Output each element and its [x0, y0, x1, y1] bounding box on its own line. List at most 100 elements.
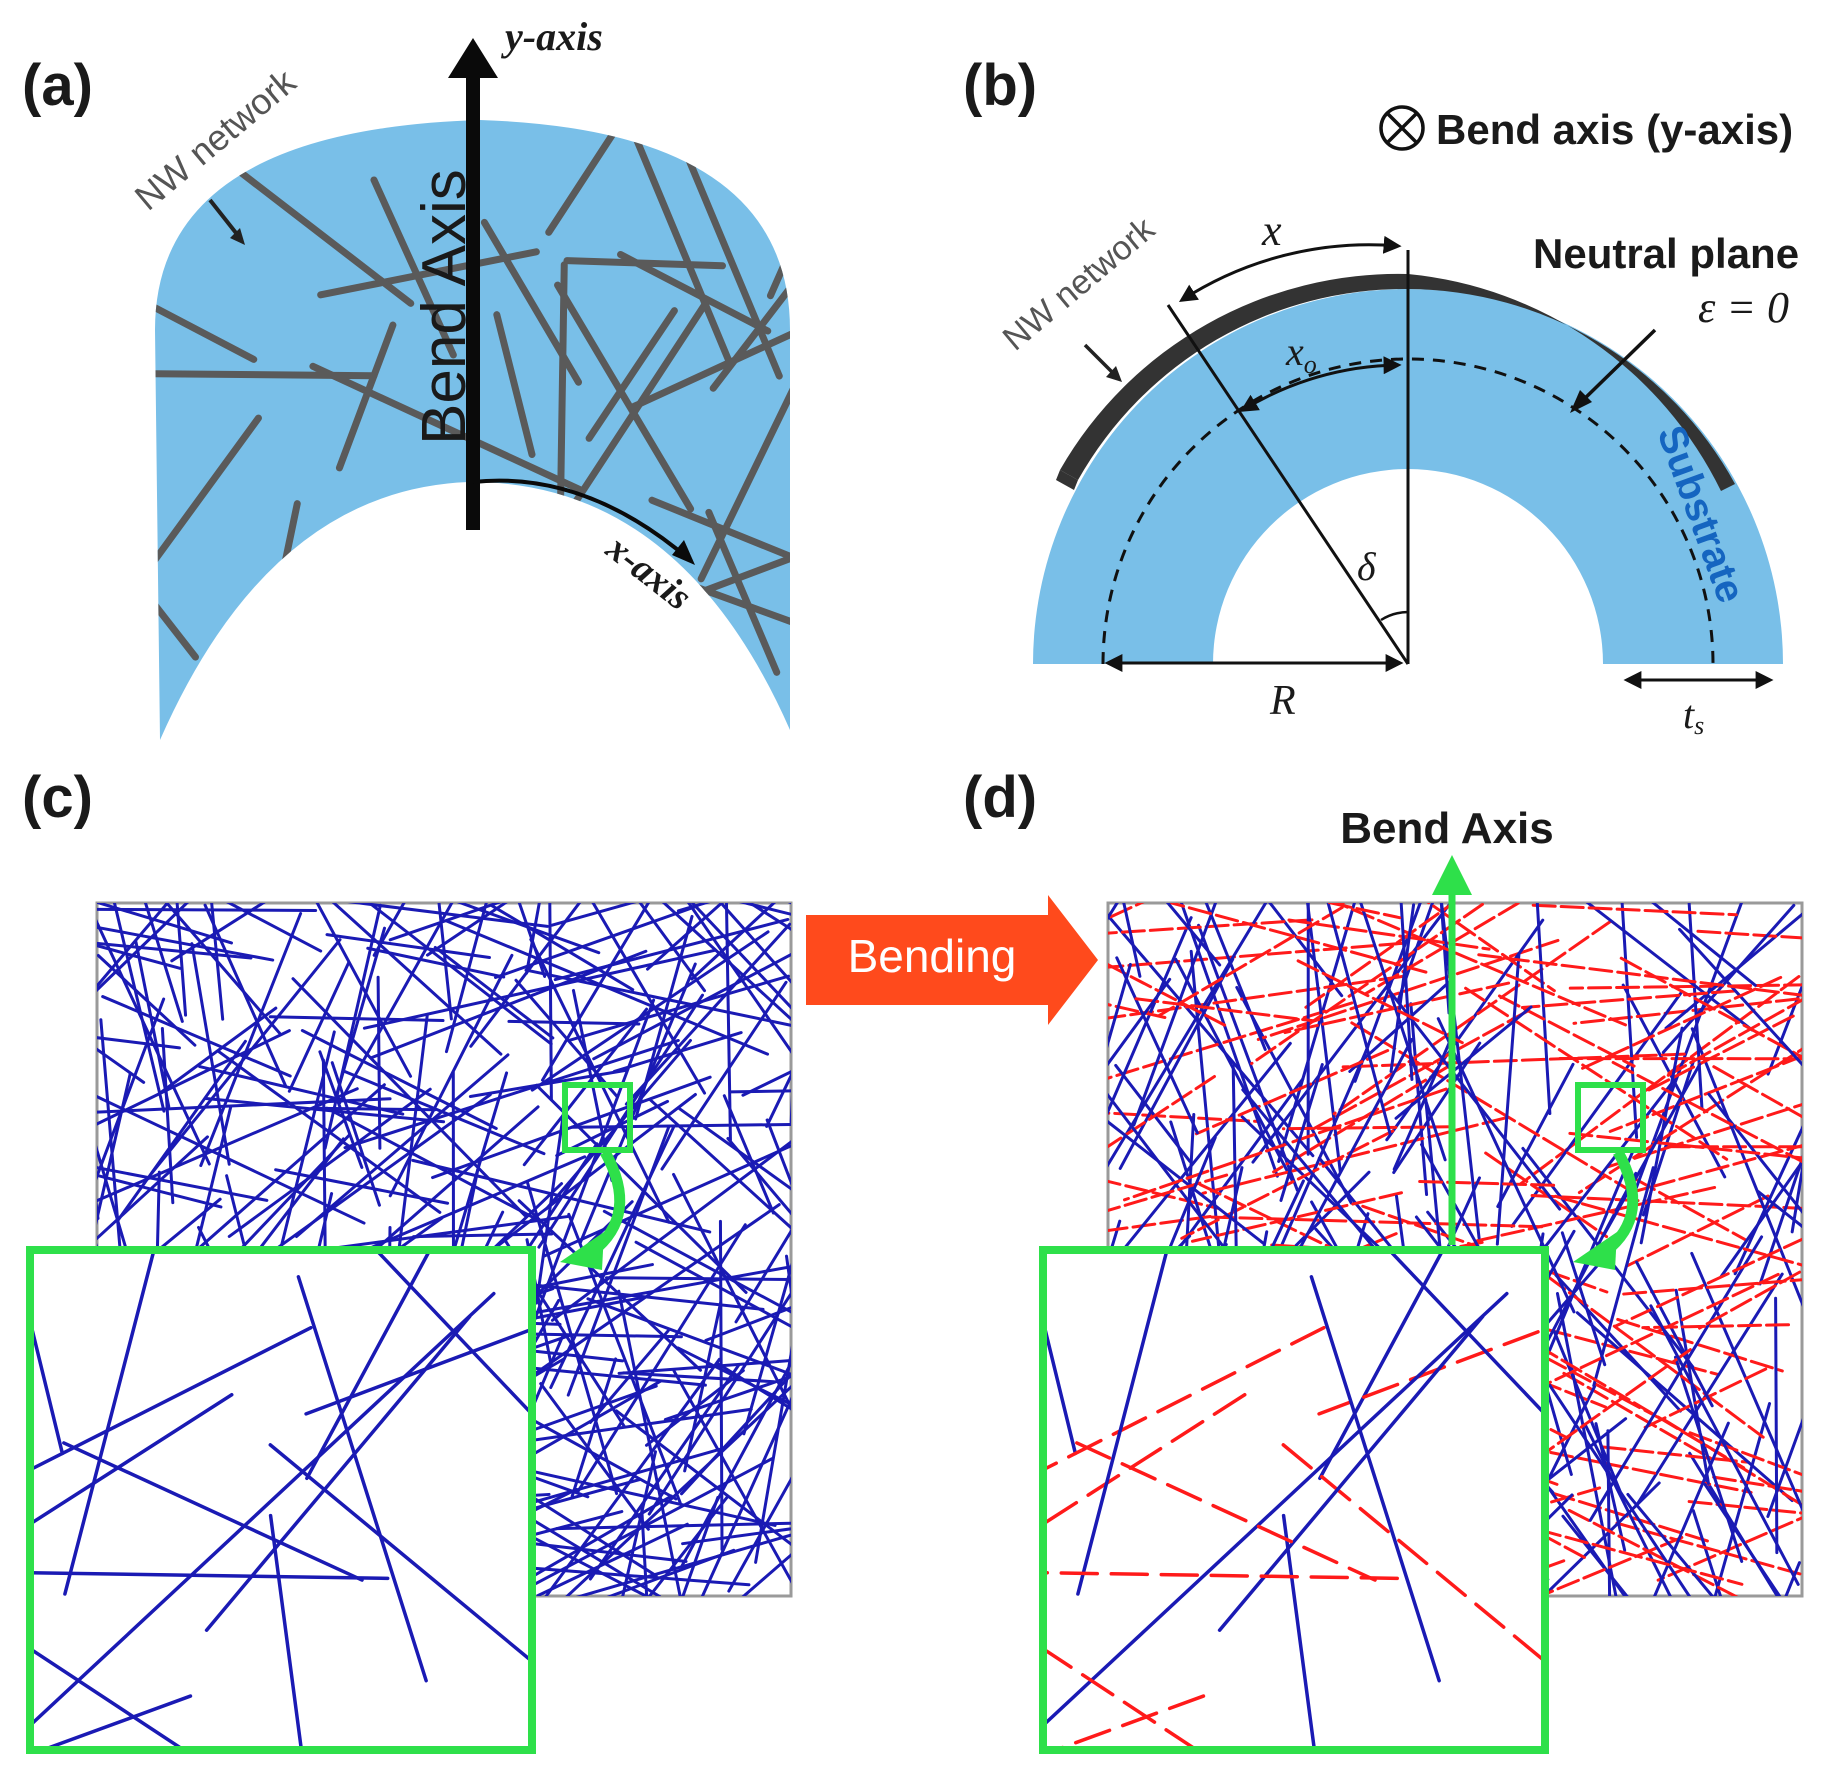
- nanowire-c: [268, 1015, 445, 1023]
- nanowire-c: [97, 1047, 146, 1084]
- bending-arrow-shape: [806, 895, 1098, 1025]
- nanowire-d: [1350, 1021, 1631, 1192]
- nanowire-c: [204, 1097, 446, 1124]
- nanowire-d: [1642, 1367, 1768, 1430]
- nanowire-d: [1122, 1087, 1448, 1202]
- nanowire-d: [1691, 1509, 1723, 1596]
- nw-film-b-left: [1060, 273, 1408, 480]
- nanowire-d: [1552, 1330, 1622, 1493]
- inset-nanowire-c: [30, 1325, 313, 1472]
- nanowire-c: [588, 1363, 741, 1581]
- nanowire-d: [1690, 1027, 1802, 1307]
- nanowire-d: [1690, 1251, 1802, 1512]
- nanowire-c: [586, 1297, 791, 1376]
- nanowire-d: [1134, 997, 1315, 1023]
- nanowire-c: [612, 1031, 743, 1073]
- nanowire-d: [1335, 903, 1345, 905]
- nanowire-a: [155, 369, 378, 380]
- nanowire-d: [1651, 903, 1757, 987]
- nanowire-a: [617, 251, 772, 335]
- nanowire-d: [1204, 903, 1267, 1051]
- nanowire-c: [741, 1553, 791, 1596]
- nanowire-c: [801, 1119, 803, 1248]
- nanowire-d: [1495, 953, 1521, 1246]
- nanowire-c: [588, 1329, 670, 1424]
- nanowire-c: [366, 946, 506, 979]
- nanowire-a: [155, 300, 258, 363]
- panel-d: (d) Bend Axis: [963, 765, 1804, 1754]
- nw-film-b-cap: [1056, 470, 1078, 490]
- nanowire-d: [1510, 989, 1684, 1228]
- nanowire-c: [143, 903, 184, 1023]
- nanowire-a: [648, 496, 790, 584]
- panel-a-label: (a): [22, 53, 93, 118]
- inset-nanowire-d: [1043, 1570, 1403, 1581]
- nanowire-d: [1520, 989, 1736, 1010]
- x-label-b: x: [1261, 206, 1282, 255]
- nanowire-d: [1333, 903, 1627, 1027]
- nanowire-a: [231, 164, 415, 307]
- nanowire-c: [97, 1198, 100, 1221]
- bend-axis-label-a: Bend Axis: [410, 169, 479, 445]
- nanowire-d: [1519, 1272, 1780, 1398]
- nanowire-d: [1418, 1179, 1557, 1187]
- nanowire-c: [97, 944, 182, 970]
- nanowire-d: [1784, 1561, 1801, 1596]
- nanowire-c: [171, 1083, 386, 1273]
- zoom-arrowhead-c: [560, 1232, 604, 1270]
- nanowire-d: [1653, 1421, 1730, 1596]
- nanowire-c: [704, 1306, 791, 1342]
- bend-axis-arrowhead-a: [448, 38, 498, 78]
- nanowire-c: [727, 1476, 791, 1593]
- nanowire-c: [529, 938, 671, 1224]
- nanowire-d: [1673, 1355, 1744, 1563]
- nanowire-d: [1560, 1231, 1607, 1367]
- nanowire-a: [545, 120, 663, 236]
- nanowire-c: [691, 903, 791, 1010]
- bending-label: Bending: [848, 930, 1017, 982]
- nanowire-d: [1108, 916, 1193, 1116]
- nanowire-d: [1108, 975, 1404, 1020]
- nanowire-d: [1436, 1017, 1576, 1314]
- nanowire-d: [1439, 903, 1451, 1015]
- nanowire-c: [570, 1357, 618, 1498]
- nanowire-d: [1687, 1500, 1802, 1515]
- ts-label-b: ts: [1683, 692, 1704, 740]
- inset-nanowires-c: [30, 1250, 532, 1750]
- inset-nanowire-c: [30, 1313, 65, 1456]
- inset-nanowire-c: [30, 1291, 496, 1728]
- nanowire-d: [1603, 1102, 1802, 1170]
- inset-nanowire-c: [62, 1441, 364, 1582]
- neutral-plane-pointer-b: [1576, 328, 1657, 407]
- nanowire-c: [509, 1203, 781, 1392]
- nanowire-c: [700, 1396, 791, 1596]
- nanowire-c: [431, 1075, 712, 1180]
- bend-axis-legend: Bend axis (y-axis): [1436, 106, 1793, 153]
- nanowire-c: [690, 903, 777, 981]
- inset-nanowire-d: [1043, 1392, 1247, 1527]
- inset-nanowire-c: [268, 1513, 304, 1750]
- inset-nanowire-d: [1043, 1313, 1078, 1456]
- nanowire-d: [1364, 903, 1522, 995]
- nanowire-d: [1210, 1215, 1546, 1229]
- inset-frame-d: [1039, 1246, 1549, 1754]
- nanowire-c: [634, 914, 694, 1121]
- nanowire-c: [540, 903, 651, 1082]
- nanowire-d: [1341, 1052, 1686, 1069]
- nanowire-d: [1619, 956, 1802, 1059]
- nanowire-c: [754, 1345, 791, 1564]
- nanowire-c: [444, 903, 488, 1054]
- nanowire-c: [190, 942, 231, 1166]
- nanowire-d: [1510, 1521, 1744, 1586]
- nanowire-c: [511, 1506, 662, 1596]
- nanowire-c: [602, 1209, 791, 1314]
- nanowire-c: [576, 1223, 747, 1494]
- nanowire-c: [614, 1409, 791, 1546]
- nanowire-c: [683, 1300, 723, 1473]
- nanowire-c: [522, 1265, 791, 1317]
- nanowire-a: [309, 362, 585, 494]
- nanowire-c: [724, 903, 732, 1142]
- nanowire-c: [606, 1548, 736, 1596]
- inset-nanowire-d: [1318, 1250, 1445, 1481]
